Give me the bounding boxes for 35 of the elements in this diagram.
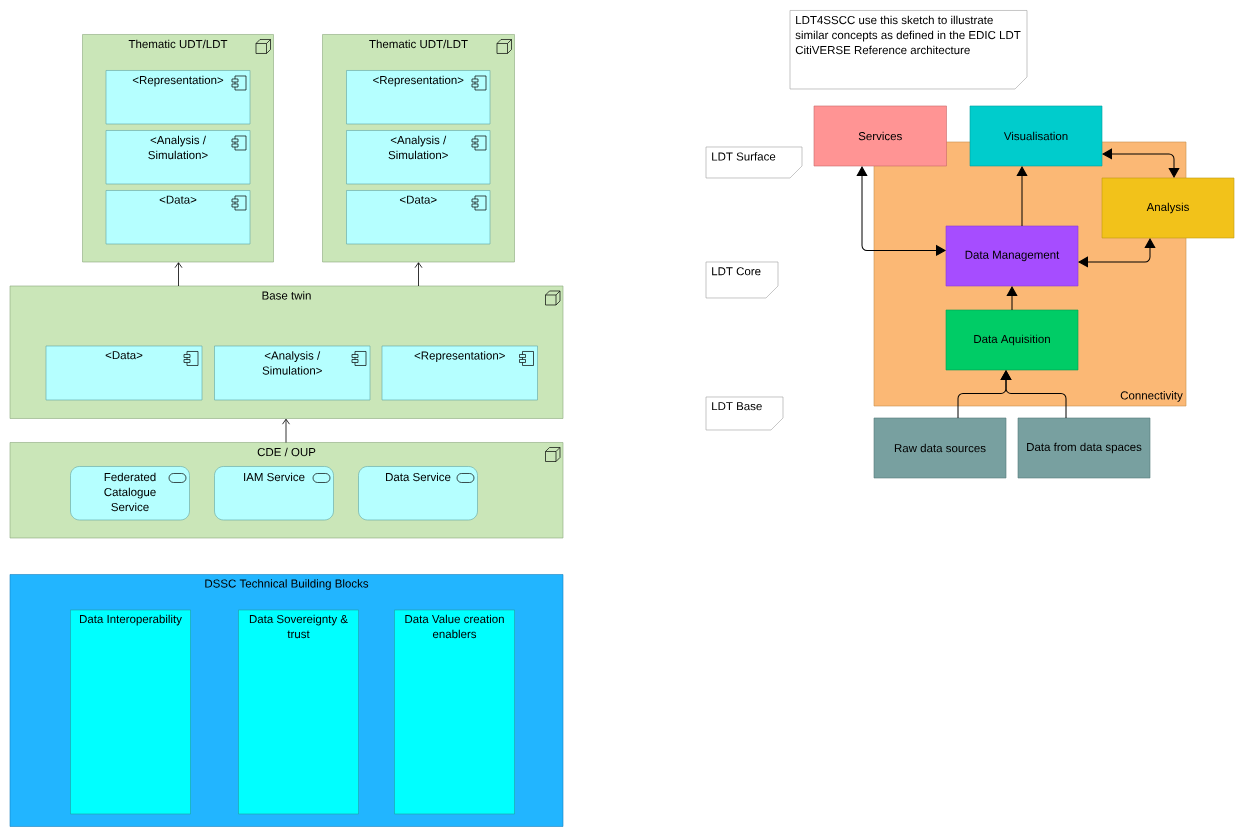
component-box: <Data>	[346, 190, 491, 245]
component-box: <Data>	[45, 345, 203, 401]
arrow	[1102, 148, 1180, 178]
block-box: Data Management	[945, 225, 1079, 287]
arrow	[1006, 286, 1018, 311]
component-box: <Representation>	[346, 70, 491, 125]
block-box: Data Aquisition	[945, 309, 1079, 371]
block-box: Data Interoperability	[70, 609, 191, 815]
arrow	[414, 262, 423, 287]
note-box: LDT4SSCC use this sketch to illustrate similar concepts as defined in the EDIC LDT CitiVERSE Reference architecture	[789, 10, 1028, 90]
component-box: <Analysis / Simulation>	[346, 130, 491, 185]
arrow	[174, 262, 183, 287]
arrow	[1078, 238, 1156, 268]
service-box: Data Service	[358, 466, 478, 521]
component-box: <Analysis / Simulation>	[105, 130, 251, 185]
arrow	[282, 418, 290, 443]
block-box: Data Value creation enablers	[394, 609, 515, 815]
block-box: Analysis	[1101, 177, 1235, 239]
arrow	[1000, 370, 1067, 419]
note-box: LDT Core	[705, 261, 779, 299]
component-box: <Analysis / Simulation>	[214, 345, 371, 401]
block-box: Data from data spaces	[1017, 417, 1151, 479]
block-box: Data Sovereignty & trust	[238, 609, 359, 815]
note-box: LDT Base	[705, 396, 784, 431]
service-box: Federated Catalogue Service	[70, 466, 190, 521]
component-box: <Representation>	[105, 70, 251, 125]
component-box: <Representation>	[381, 345, 538, 401]
block-box: Services	[813, 105, 947, 167]
arrow	[856, 166, 946, 256]
service-box: IAM Service	[214, 466, 334, 521]
arrow	[1016, 166, 1028, 227]
block-box: Visualisation	[969, 105, 1103, 167]
component-box: <Data>	[105, 190, 251, 245]
block-box: Raw data sources	[873, 417, 1007, 479]
note-box: LDT Surface	[705, 146, 803, 179]
